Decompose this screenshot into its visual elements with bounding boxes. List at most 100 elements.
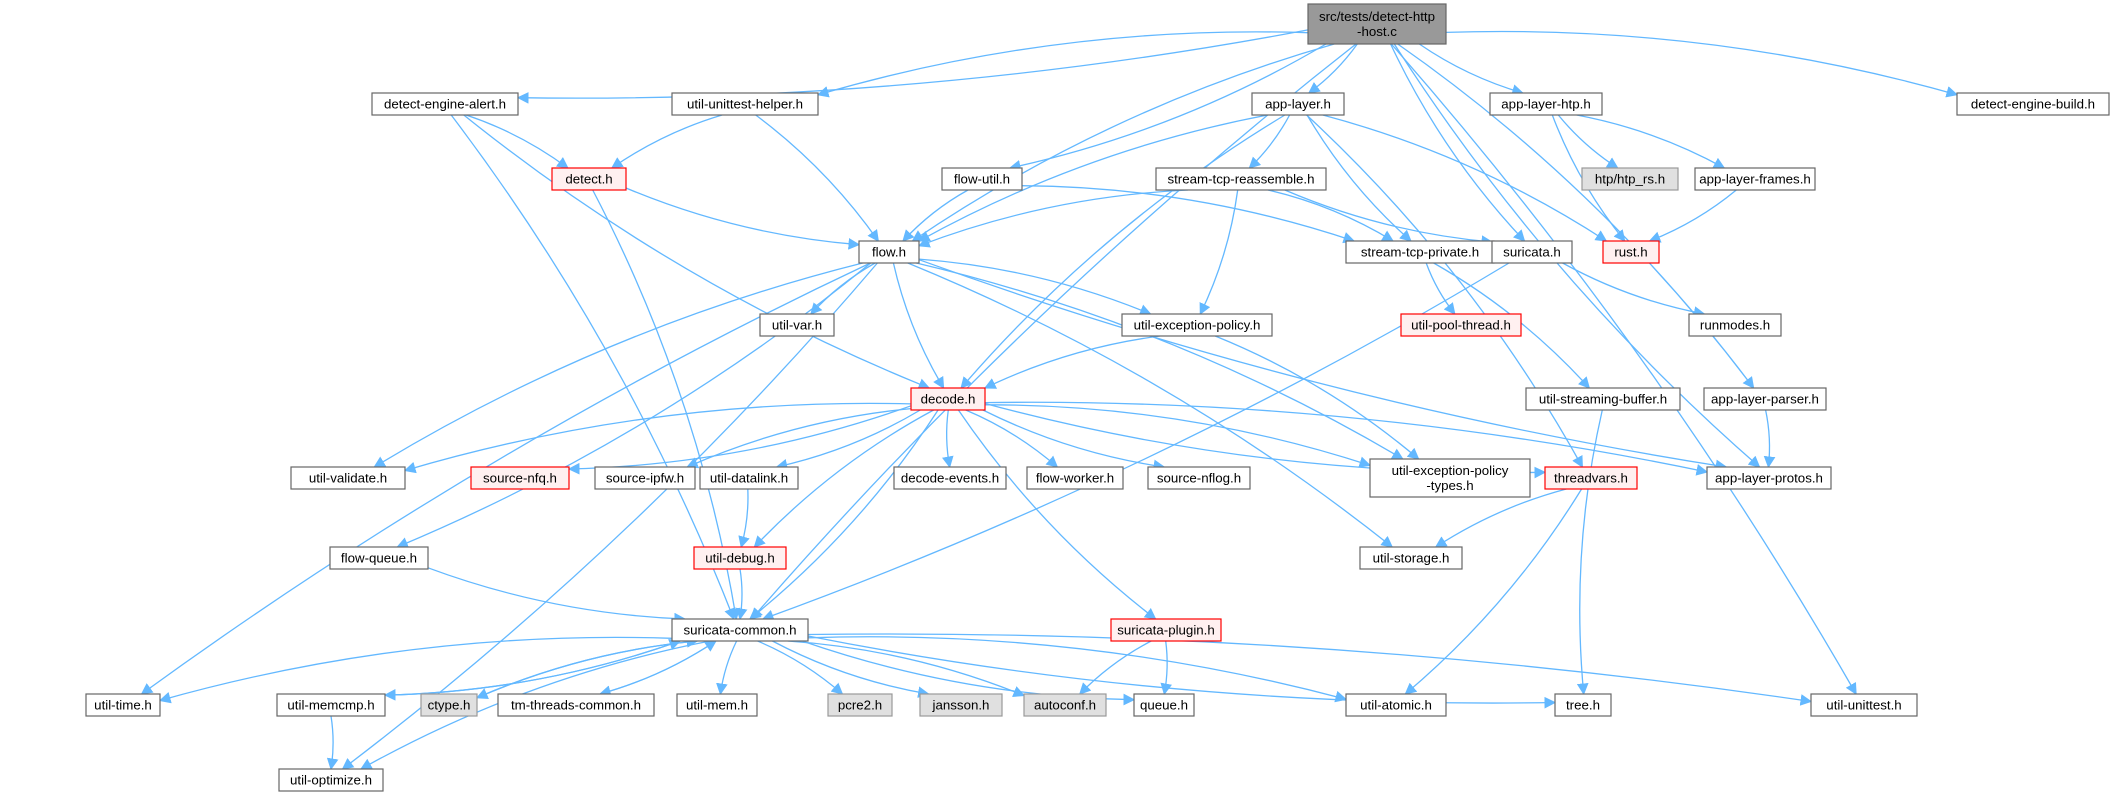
node-udl[interactable]: util-datalink.h [699, 466, 799, 490]
node-sc[interactable]: suricata-common.h [671, 618, 809, 642]
node-uval[interactable]: util-validate.h [290, 466, 406, 490]
node-label: suricata-plugin.h [1117, 623, 1215, 638]
node-box [420, 693, 478, 717]
node-sp[interactable]: suricata-plugin.h [1110, 618, 1222, 642]
node-box [1147, 466, 1251, 490]
node-label: flow-util.h [954, 172, 1010, 187]
node-fq[interactable]: flow-queue.h [329, 546, 429, 570]
edge-sp-to-autoc [1078, 640, 1152, 695]
node-alp[interactable]: app-layer-parser.h [1703, 387, 1827, 411]
node-queue[interactable]: queue.h [1133, 693, 1195, 717]
node-fw[interactable]: flow-worker.h [1026, 466, 1124, 490]
node-uuh[interactable]: util-unittest-helper.h [671, 92, 819, 116]
node-box [85, 693, 161, 717]
node-label: jansson.h [932, 698, 990, 713]
node-ut[interactable]: util-time.h [85, 693, 161, 717]
node-box [278, 768, 384, 792]
edge-flow-to-uep [918, 258, 1152, 316]
node-box [1023, 693, 1107, 717]
edges-layer [140, 29, 1959, 771]
node-uvar[interactable]: util-var.h [759, 313, 835, 337]
node-pcre[interactable]: pcre2.h [827, 693, 893, 717]
node-label: source-nflog.h [1157, 471, 1241, 486]
node-label: util-validate.h [309, 471, 387, 486]
node-umc[interactable]: util-memcmp.h [276, 693, 386, 717]
node-label: detect.h [565, 172, 612, 187]
node-sur[interactable]: suricata.h [1491, 240, 1573, 264]
node-rust[interactable]: rust.h [1602, 240, 1660, 264]
node-label: -types.h [1426, 478, 1473, 493]
node-label: util-exception-policy.h [1134, 318, 1261, 333]
node-ttc[interactable]: tm-threads-common.h [497, 693, 655, 717]
node-ust[interactable]: util-storage.h [1359, 546, 1463, 570]
node-alh[interactable]: app-layer-htp.h [1489, 92, 1603, 116]
edge-sc-to-tree [807, 635, 1557, 709]
edge-sc-to-autoc [787, 640, 1026, 697]
node-box [1810, 693, 1918, 717]
node-flow[interactable]: flow.h [858, 240, 920, 264]
node-deb[interactable]: detect-engine-build.h [1956, 92, 2110, 116]
node-jan[interactable]: jansson.h [919, 693, 1003, 717]
node-uopt[interactable]: util-optimize.h [278, 768, 384, 792]
node-stp[interactable]: stream-tcp-private.h [1345, 240, 1495, 264]
node-al[interactable]: app-layer.h [1251, 92, 1345, 116]
node-uept[interactable]: util-exception-policy-types.h [1369, 458, 1531, 498]
node-dev[interactable]: decode-events.h [893, 466, 1007, 490]
edge-root-to-sur [1390, 43, 1526, 242]
node-box [497, 693, 655, 717]
node-box [1026, 466, 1124, 490]
edge-uep-to-uept [1214, 335, 1420, 460]
node-uut[interactable]: util-unittest.h [1810, 693, 1918, 717]
node-udbg[interactable]: util-debug.h [693, 546, 787, 570]
node-alf[interactable]: app-layer-frames.h [1694, 167, 1816, 191]
node-umem[interactable]: util-mem.h [676, 693, 758, 717]
node-det[interactable]: detect.h [551, 167, 627, 191]
edge-umc-to-uopt [326, 715, 339, 771]
node-uep[interactable]: util-exception-policy.h [1121, 313, 1273, 337]
edge-flow-to-ust [907, 262, 1394, 548]
node-box [1110, 618, 1222, 642]
edge-root-to-dea [516, 29, 1309, 104]
node-upt[interactable]: util-pool-thread.h [1400, 313, 1522, 337]
edge-uuh-to-flow [755, 114, 879, 242]
node-snflog[interactable]: source-nflog.h [1147, 466, 1251, 490]
edge-dec-to-sp [957, 409, 1157, 620]
node-tree[interactable]: tree.h [1554, 693, 1612, 717]
node-htp[interactable]: htp/htp_rs.h [1581, 167, 1679, 191]
node-label: app-layer-htp.h [1501, 97, 1590, 112]
edge-sc-to-umem [716, 640, 738, 696]
node-box [671, 92, 819, 116]
node-dec[interactable]: decode.h [910, 387, 986, 411]
node-tv[interactable]: threadvars.h [1544, 466, 1638, 490]
node-label: stream-tcp-reassemble.h [1167, 172, 1314, 187]
node-uat[interactable]: util-atomic.h [1345, 693, 1447, 717]
node-alpr[interactable]: app-layer-protos.h [1706, 466, 1832, 490]
edge-tv-to-ust [1434, 488, 1567, 548]
edge-root-to-alpr [1393, 43, 1761, 468]
node-autoc[interactable]: autoconf.h [1023, 693, 1107, 717]
node-dea[interactable]: detect-engine-alert.h [371, 92, 519, 116]
edge-dea-to-dec [463, 114, 931, 390]
node-box [470, 466, 570, 490]
node-label: threadvars.h [1554, 471, 1628, 486]
edge-uep-to-dec [983, 335, 1161, 389]
node-usb[interactable]: util-streaming-buffer.h [1525, 387, 1681, 411]
edge-fq-to-sc [427, 567, 686, 625]
node-snfq[interactable]: source-nfq.h [470, 466, 570, 490]
node-rm[interactable]: runmodes.h [1688, 313, 1782, 337]
node-box [551, 167, 627, 191]
edge-root-to-flow [911, 43, 1335, 242]
node-label: util-datalink.h [710, 471, 788, 486]
node-box [371, 92, 519, 116]
edge-str-to-stp [1267, 189, 1394, 242]
node-label: decode-events.h [901, 471, 999, 486]
node-label: flow-worker.h [1036, 471, 1114, 486]
node-str[interactable]: stream-tcp-reassemble.h [1155, 167, 1327, 191]
node-fu[interactable]: flow-util.h [941, 167, 1023, 191]
node-ctype[interactable]: ctype.h [420, 693, 478, 717]
node-label: pcre2.h [838, 698, 882, 713]
node-sipfw[interactable]: source-ipfw.h [594, 466, 696, 490]
node-label: app-layer-frames.h [1699, 172, 1811, 187]
node-root[interactable]: src/tests/detect-http-host.c [1307, 3, 1447, 45]
node-box [1133, 693, 1195, 717]
